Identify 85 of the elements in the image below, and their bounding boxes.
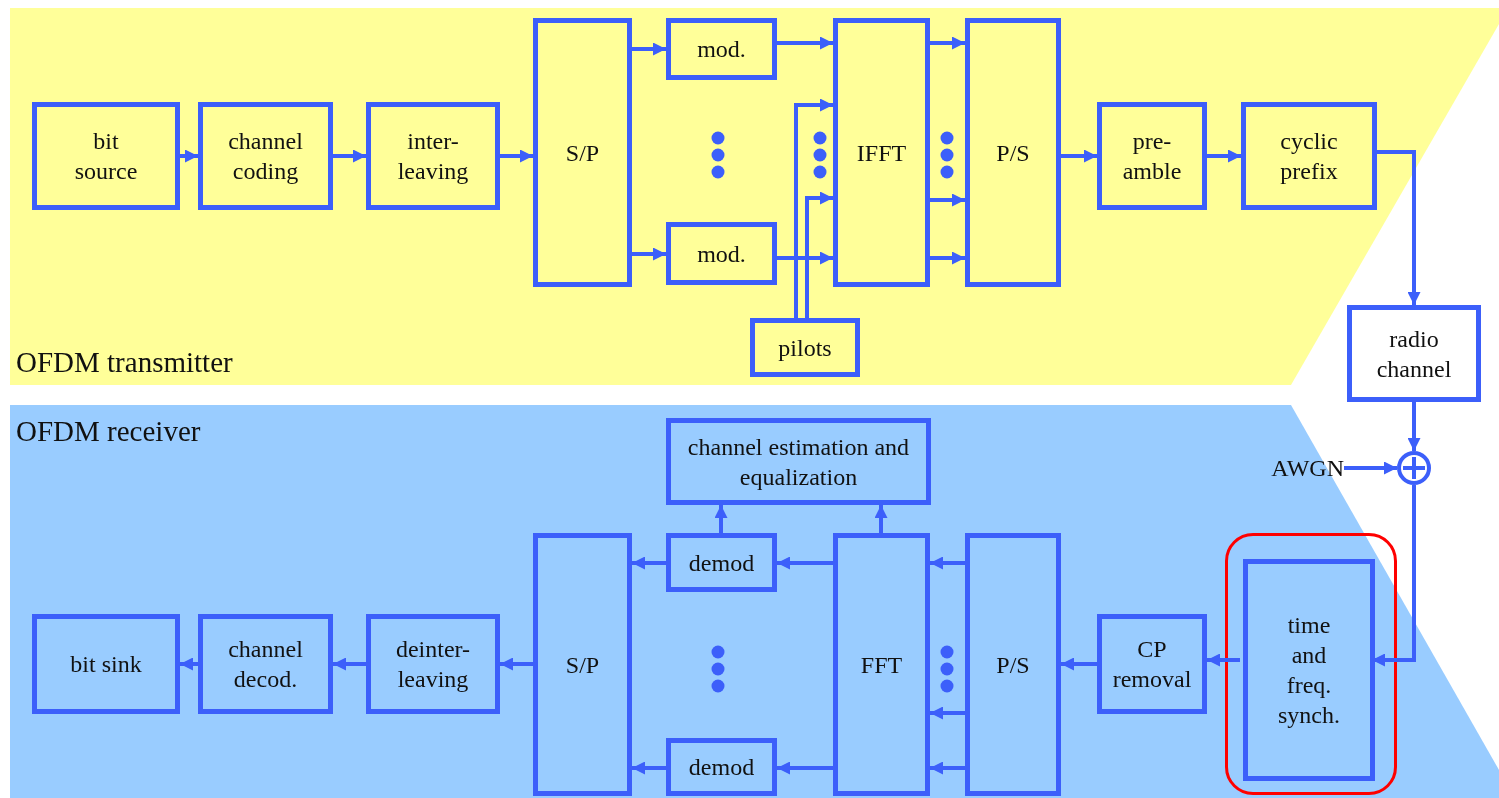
process-box [666,738,777,796]
arrow [500,149,533,163]
block-label: S/P [565,138,600,168]
arrow [777,36,833,50]
block-label: mod. [697,35,746,64]
process-box [1347,305,1481,402]
block-label: FFT [860,650,903,680]
block-label: demod [688,548,755,578]
block-label: radio channel [1375,324,1453,384]
arrow [930,36,965,50]
block-label: mod. [697,239,746,269]
arrow [180,657,198,671]
summing-junction-icon [1397,451,1431,485]
arrow [333,657,366,671]
arrow [1372,485,1416,667]
arrow [632,761,666,775]
arrow [180,149,198,163]
block-label: deinter- leaving [394,635,472,694]
section-label: OFDM receiver [16,415,201,448]
section-label: OFDM transmitter [16,346,233,379]
block-label: bit sink [70,650,142,679]
band-region [10,8,1499,385]
process-box [1241,102,1377,210]
block-label: S/P [565,650,600,680]
process-box [366,614,500,714]
process-box [533,533,632,796]
arrow [874,505,888,533]
process-box [965,18,1061,287]
process-box [32,614,180,714]
process-box [833,533,930,796]
arrow [632,42,666,56]
arrow [1061,149,1097,163]
process-box [750,318,860,377]
arrow [777,251,833,265]
process-box [666,222,777,285]
arrow [500,657,533,671]
block-label: pilots [778,333,832,363]
process-box [366,102,500,210]
arrow [930,556,965,570]
arrow [632,247,666,261]
process-box [198,102,333,210]
arrow [930,761,965,775]
process-box [666,18,777,80]
block-label: pre- amble [1122,127,1182,186]
block-label: CP removal [1111,635,1193,694]
block-label: time and freq. synch. [1277,611,1341,730]
process-box [965,533,1061,796]
arrow [930,193,965,207]
block-label: channel decod. [227,635,304,694]
process-box [666,533,777,592]
arrow [1061,657,1097,671]
process-box [198,614,333,714]
process-box [833,18,930,287]
process-box [32,102,180,210]
process-box [1097,102,1207,210]
arrow [794,98,833,318]
arrow [333,149,366,163]
block-label: inter- leaving [396,127,470,186]
process-box [1243,559,1375,781]
process-box [1097,614,1207,714]
arrow [1407,402,1421,451]
arrow [714,505,728,533]
block-label: IFFT [856,138,907,168]
block-label: cyclic prefix [1279,127,1339,186]
process-box [533,18,632,287]
band-region [10,405,1499,798]
process-box [666,418,931,505]
arrow [930,251,965,265]
block-label: P/S [996,138,1030,168]
arrow [1207,653,1240,667]
arrow [1377,150,1421,305]
arrow [805,191,833,318]
highlight-outline [1225,533,1397,795]
arrow [632,556,666,570]
block-label: bit source [73,127,139,186]
arrow [777,556,833,570]
block-label: channel estimation and equalization [686,432,911,492]
block-label: P/S [996,650,1030,680]
block-label: demod [688,753,755,782]
block-label: channel coding [227,127,304,186]
arrow [930,706,965,720]
arrow [1207,149,1241,163]
arrow [777,761,833,775]
signal-label: AWGN [1244,451,1344,485]
arrow [1344,461,1397,475]
